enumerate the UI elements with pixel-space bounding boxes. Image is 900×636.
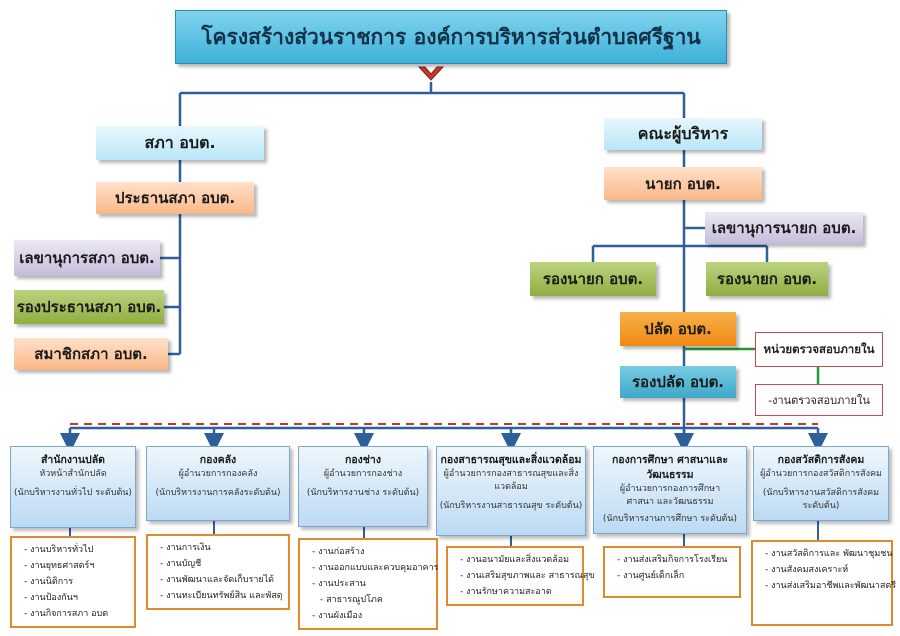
department-level: (นักบริหารงานสาธารณสุข ระดับต้น): [439, 501, 583, 511]
audit-connector: [684, 347, 820, 384]
deputy-mayor-box: รองนายก อบต.: [530, 262, 656, 296]
council-member-box: สมาชิกสภา อบต.: [14, 338, 168, 370]
department-name: กองสวัสดิการสังคม: [777, 454, 865, 466]
deputy-mayor-box: รองนายก อบต.: [706, 262, 828, 296]
executive-box: คณะผู้บริหาร: [604, 118, 762, 150]
department-connector: [60, 426, 828, 453]
list-item: งานก่อสร้าง: [312, 544, 430, 560]
audit-task-box: -งานตรวจสอบภายใน: [755, 384, 883, 416]
list-item: งานอนามัยและสิ่งแวดล้อม: [460, 552, 576, 568]
department-box: กองคลัง ผู้อำนวยการกองคลัง (นักบริหารงาน…: [146, 446, 290, 521]
task-list: งานสวัสดิการและ พัฒนาชุมชน งานสังคมสงเคร…: [751, 540, 896, 626]
chevron-down-icon: [417, 66, 445, 81]
executive-connector: [591, 150, 769, 440]
task-list: งานอนามัยและสิ่งแวดล้อม งานเสริมสุขภาพแล…: [446, 546, 595, 606]
task-list: งานการเงิน งานบัญชี งานพัฒนาและจัดเก็บรา…: [146, 534, 290, 610]
department-head: ผู้อำนวยการกองสาธารณสุขและสิ่งแวดล้อม: [443, 469, 579, 492]
department-name: กองสาธารณสุขและสิ่งแวดล้อม: [440, 454, 582, 466]
task-list: งานก่อสร้าง งานออกแบบและควบคุมอาคาร งานป…: [298, 538, 438, 630]
department-level: (นักบริหารงานทั่วไป ระดับต้น): [14, 488, 132, 498]
chief-admin-box: ปลัด อบต.: [620, 312, 736, 346]
deputy-chief-admin-box: รองปลัด อบต.: [620, 366, 736, 398]
audit-unit-box: หน่วยตรวจสอบภายใน: [755, 332, 883, 367]
list-item: งานยุทธศาสตร์ฯ: [24, 558, 128, 574]
department-head: ผู้อำนวยการกองการศึกษา: [619, 484, 721, 494]
council-chair-box: ประธานสภา อบต.: [96, 182, 254, 214]
department-name: กองคลัง: [199, 454, 237, 466]
department-head: หัวหน้าสำนักปลัด: [39, 469, 107, 479]
task-list: งานบริหารทั่วไป งานยุทธศาสตร์ฯ งานนิติกา…: [10, 536, 136, 628]
council-connector: [160, 158, 182, 356]
department-box: กองการศึกษา ศาสนาและวัฒนธรรม ผู้อำนวยการ…: [593, 446, 747, 534]
list-item: งานบัญชี: [160, 556, 282, 572]
department-level: (นักบริหารงานช่าง ระดับต้น): [306, 488, 420, 498]
list-item: งานผังเมือง: [312, 608, 430, 624]
department-head: ผู้อำนวยการกองสวัสดิการสังคม: [760, 469, 882, 479]
council-vice-chair-box: รองประธานสภา อบต.: [14, 290, 164, 324]
list-item: งานกิจการสภา อบต: [24, 606, 128, 622]
list-item: งานนิติการ: [24, 574, 128, 590]
list-item: งานสังคมสงเคราะห์: [765, 562, 885, 578]
list-item: งานบริหารทั่วไป: [24, 542, 128, 558]
mayor-box: นายก อบต.: [604, 167, 762, 200]
department-name: กองช่าง: [345, 454, 381, 466]
list-item: งานการเงิน: [160, 540, 282, 556]
department-name: สำนักงานปลัด: [41, 454, 105, 466]
list-item: สาธารณูปโภค: [312, 592, 430, 608]
main-connector: [178, 82, 686, 126]
list-item: งานป้องกันฯ: [24, 590, 128, 606]
list-item: งานเสริมสุขภาพและ สาธารณสุข: [460, 568, 594, 584]
list-item: งานออกแบบและควบคุมอาคาร: [312, 560, 438, 576]
council-box: สภา อบต.: [96, 126, 264, 160]
department-box: กองสวัสดิการสังคม ผู้อำนวยการกองสวัสดิกา…: [753, 446, 889, 521]
list-item: งานทะเบียนทรัพย์สิน และพัสดุ: [160, 588, 282, 604]
task-connector: [69, 521, 819, 546]
list-item: งานส่งเสริมกิจการโรงเรียน: [617, 552, 733, 568]
department-name: กองการศึกษา ศาสนาและวัฒนธรรม: [611, 454, 729, 481]
list-item: งานพัฒนาและจัดเก็บรายได้: [160, 572, 282, 588]
department-box: กองช่าง ผู้อำนวยการกองช่าง (นักบริหารงาน…: [298, 446, 428, 527]
list-item: งานศูนย์เด็กเล็ก: [617, 568, 733, 584]
department-head: ผู้อำนวยการกองช่าง: [323, 469, 403, 479]
department-box: สำนักงานปลัด หัวหน้าสำนักปลัด (นักบริหาร…: [10, 446, 136, 528]
department-box: กองสาธารณสุขและสิ่งแวดล้อม ผู้อำนวยการกอ…: [436, 446, 586, 536]
department-head: ผู้อำนวยการกองคลัง: [178, 469, 258, 479]
task-list: งานส่งเสริมกิจการโรงเรียน งานศูนย์เด็กเล…: [603, 546, 741, 598]
page-title: โครงสร้างส่วนราชการ องค์การบริหารส่วนตำบ…: [175, 10, 727, 64]
department-level: (นักบริหารงานการศึกษา ระดับต้น): [602, 514, 738, 524]
list-item: งานสวัสดิการและ พัฒนาชุมชน: [765, 546, 892, 562]
department-level: (นักบริหารงานการคลังระดับต้น): [155, 488, 281, 498]
mayor-secretary-box: เลขานุการนายก อบต.: [705, 212, 863, 244]
department-level: (นักบริหารงานสวัสดิการสังคมระดับต้น): [762, 488, 880, 511]
council-secretary-box: เลขานุการสภา อบต.: [14, 240, 160, 276]
list-item: งานรักษาความสะอาด: [460, 584, 576, 600]
department-head-line2: ศาสนา และวัฒนธรรม: [626, 497, 714, 507]
list-item: งานประสาน: [312, 576, 430, 592]
list-item: งานส่งเสริมอาชีพและพัฒนาสตรี: [765, 578, 896, 594]
